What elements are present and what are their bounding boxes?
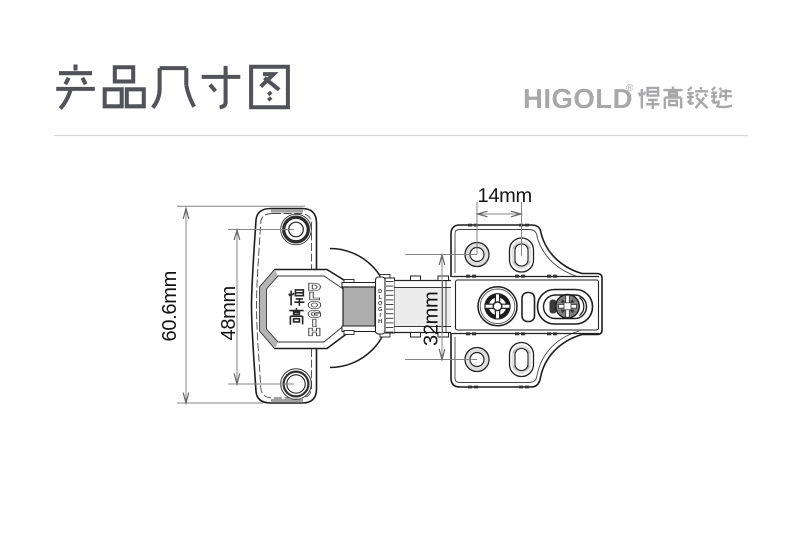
svg-text:32mm: 32mm <box>421 292 443 346</box>
svg-text:®: ® <box>626 83 634 94</box>
svg-text:48mm: 48mm <box>218 286 240 340</box>
svg-text:HIGOLD: HIGOLD <box>523 83 633 114</box>
svg-text:H: H <box>378 319 382 325</box>
svg-text:D: D <box>378 289 382 295</box>
svg-text:G: G <box>308 309 321 321</box>
svg-text:O: O <box>308 300 321 312</box>
svg-text:60.6mm: 60.6mm <box>159 271 181 341</box>
svg-text:L: L <box>309 291 320 303</box>
svg-text:14mm: 14mm <box>477 185 531 207</box>
svg-text:I: I <box>379 313 381 319</box>
svg-text:O: O <box>378 301 383 307</box>
svg-text:H: H <box>308 327 321 339</box>
svg-text:L: L <box>378 295 382 301</box>
svg-text:D: D <box>308 282 321 294</box>
svg-text:I: I <box>312 318 317 330</box>
svg-text:G: G <box>378 307 382 313</box>
